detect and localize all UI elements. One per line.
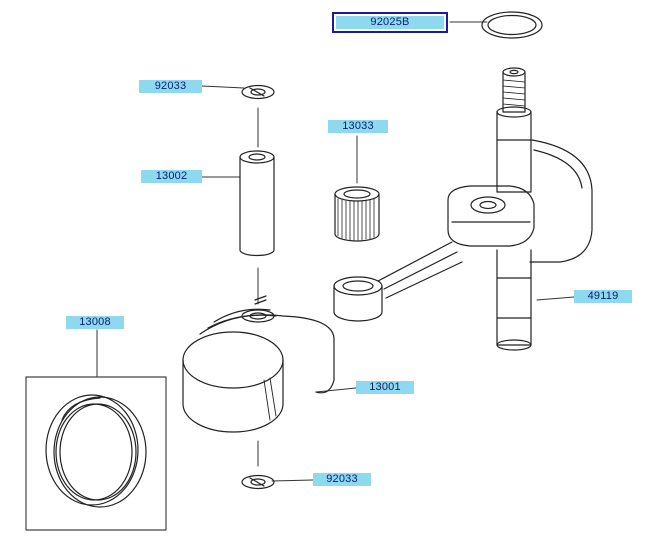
callout-92025b[interactable]: 92025B — [332, 12, 448, 33]
callout-49119[interactable]: 49119 — [574, 290, 632, 303]
gasket-ring-icon[interactable] — [481, 11, 543, 39]
piston-pin-icon[interactable] — [239, 150, 275, 257]
callout-13008[interactable]: 13008 — [66, 316, 124, 329]
circlip-bottom-icon[interactable] — [241, 474, 275, 490]
leader-lines — [96, 21, 575, 482]
circlip-top-icon[interactable] — [241, 84, 275, 100]
callout-92033-bottom[interactable]: 92033 — [313, 473, 371, 486]
piston-ring-set-box — [25, 376, 167, 531]
needle-bearing-icon[interactable] — [334, 186, 380, 242]
piston-icon[interactable] — [182, 295, 335, 433]
callout-92033-top[interactable]: 92033 — [139, 80, 202, 93]
crankshaft-connecting-rod-icon[interactable] — [333, 67, 593, 351]
callout-13033[interactable]: 13033 — [328, 120, 388, 133]
piston-ring-set-icon[interactable] — [45, 394, 147, 508]
callout-13002[interactable]: 13002 — [141, 170, 202, 183]
callout-13001[interactable]: 13001 — [356, 381, 414, 394]
